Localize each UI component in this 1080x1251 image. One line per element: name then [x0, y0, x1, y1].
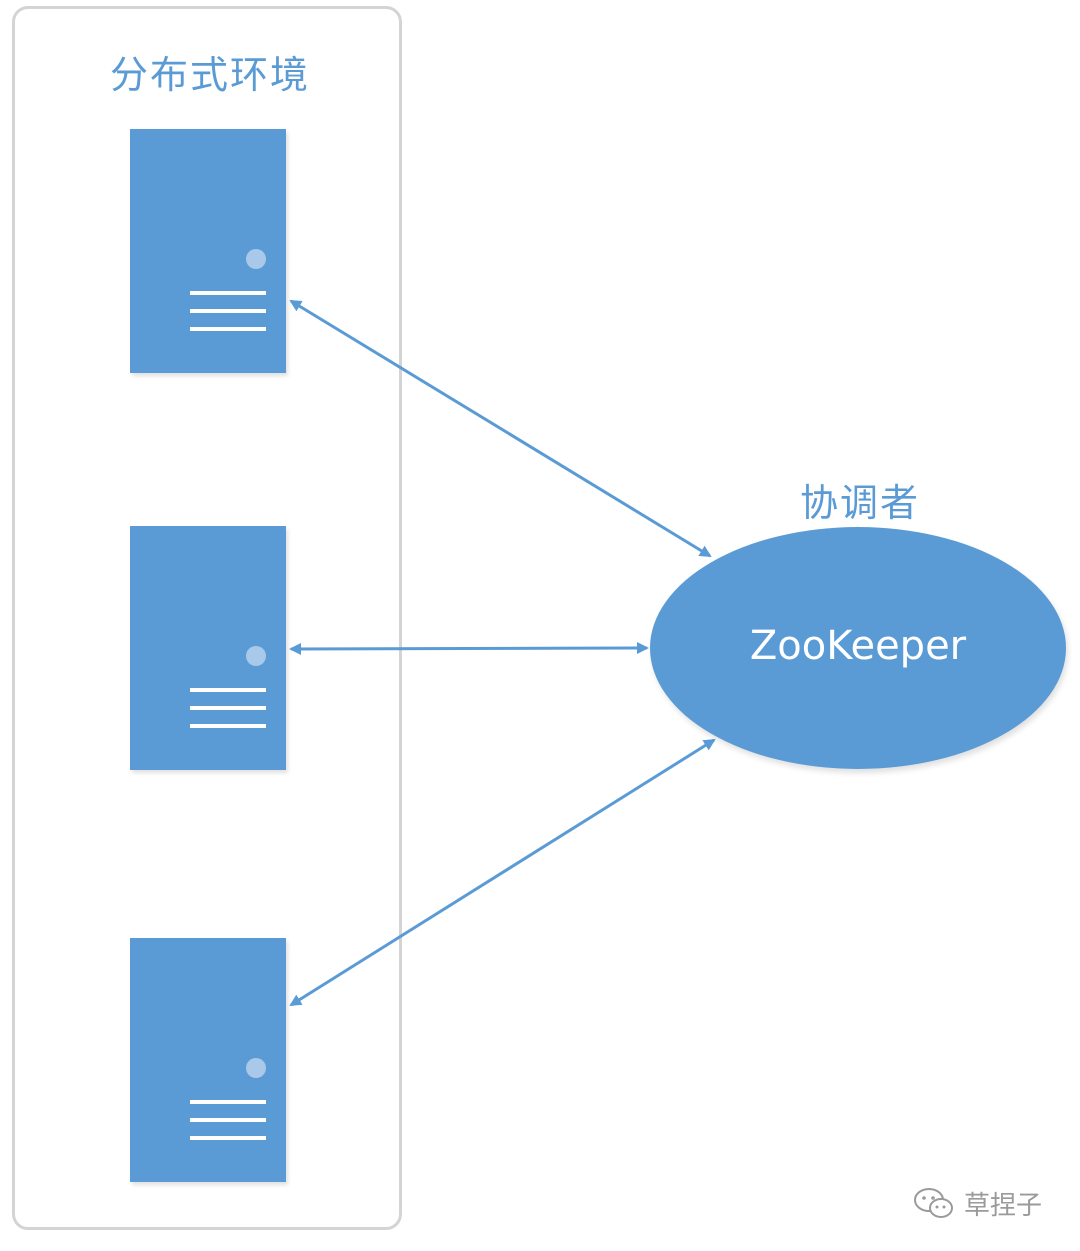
server-slot — [190, 1118, 266, 1122]
server-node-2 — [130, 526, 286, 770]
server-slot — [190, 706, 266, 710]
server-slot — [190, 309, 266, 313]
environment-title: 分布式环境 — [109, 53, 310, 97]
server-led-icon — [246, 249, 266, 269]
server-slot — [190, 688, 266, 692]
watermark-text: 草捏子 — [964, 1190, 1043, 1221]
server-slot — [190, 724, 266, 728]
watermark: 草捏子 — [912, 1183, 1042, 1223]
wechat-icon — [914, 1188, 953, 1218]
server-slot — [190, 291, 266, 295]
zookeeper-label: ZooKeeper — [749, 623, 967, 669]
server-slot — [190, 327, 266, 331]
server-led-icon — [246, 1058, 266, 1078]
server-led-icon — [246, 646, 266, 666]
server-slot — [190, 1136, 266, 1140]
server-node-1 — [130, 129, 286, 373]
server-slot — [190, 1100, 266, 1104]
zookeeper-node: ZooKeeper — [650, 527, 1066, 769]
server-node-3 — [130, 938, 286, 1182]
coordinator-label: 协调者 — [799, 481, 920, 525]
